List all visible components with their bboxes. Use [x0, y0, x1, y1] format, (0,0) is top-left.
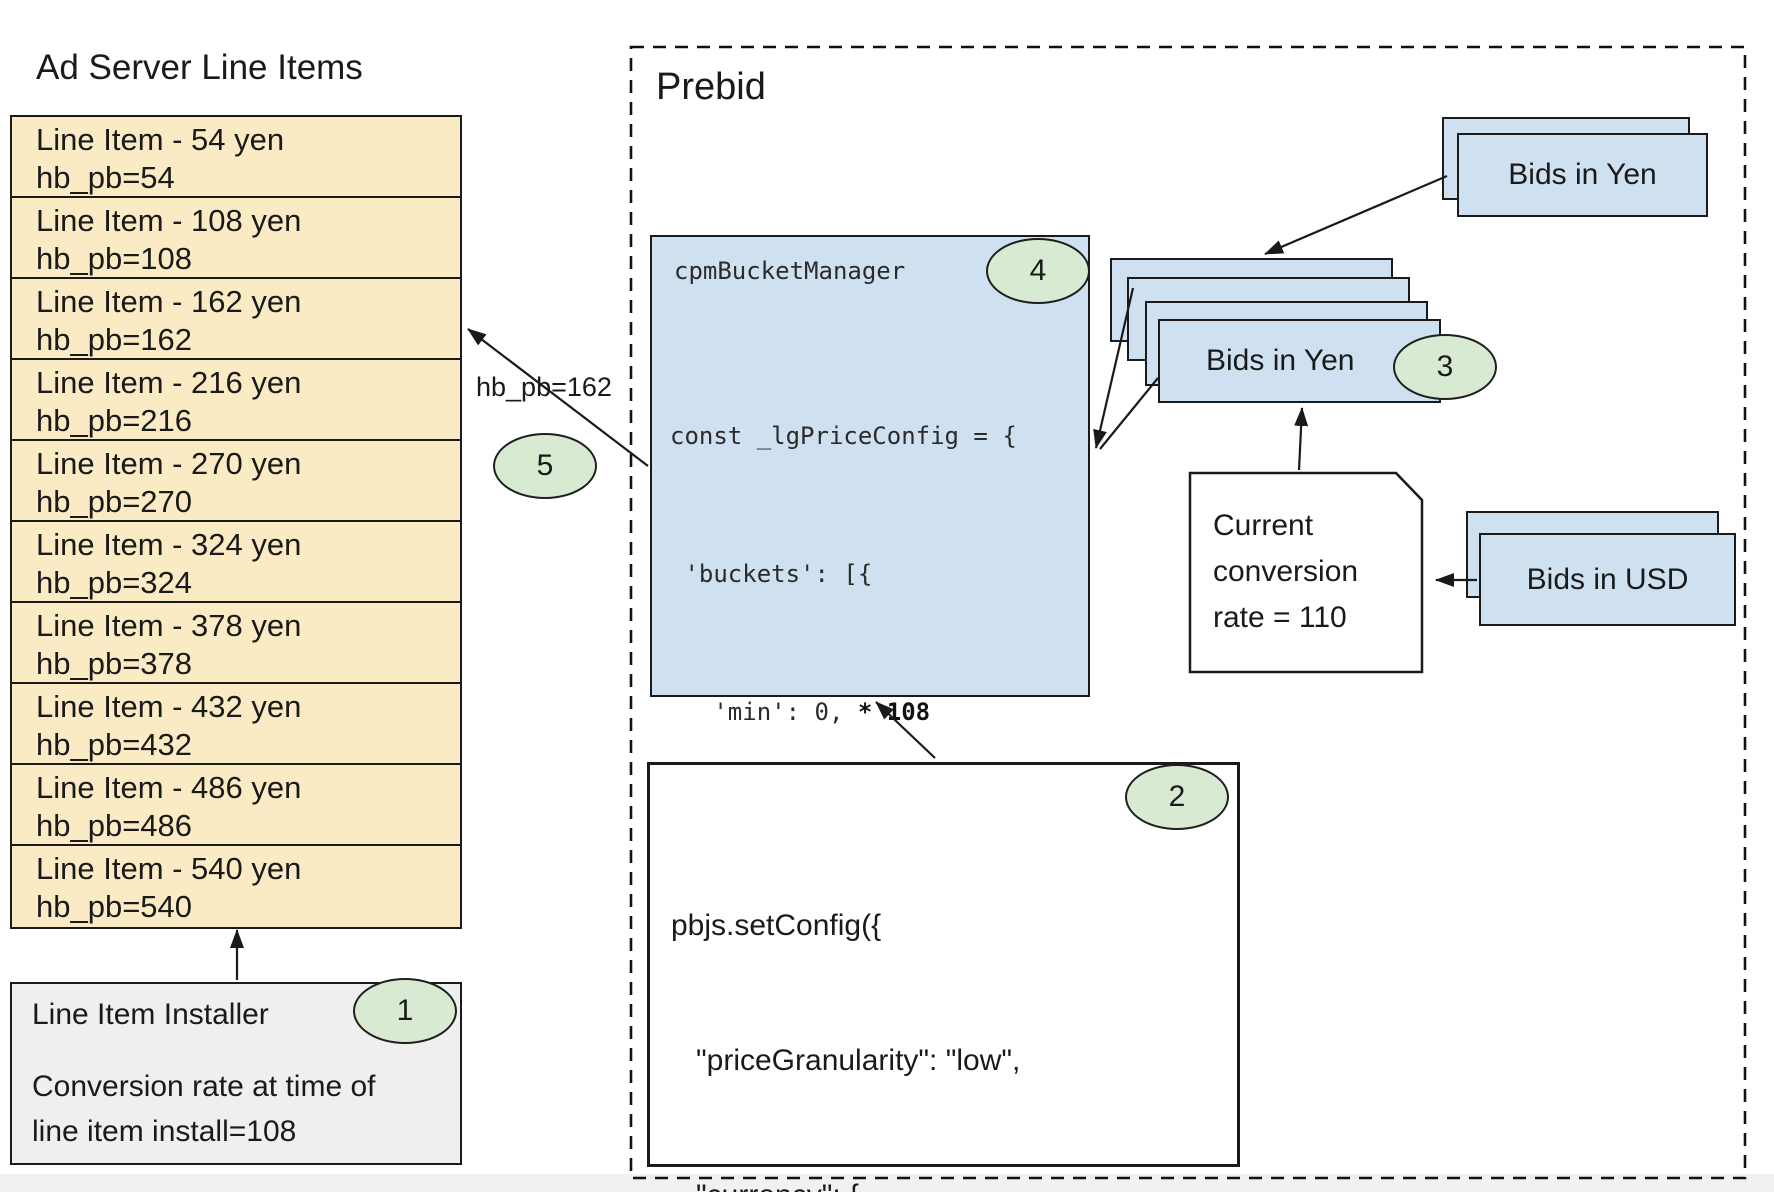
line-item-row: Line Item - 162 yen hb_pb=162 — [12, 279, 460, 360]
line-item-name: Line Item - 270 yen — [36, 446, 302, 481]
line-item-row: Line Item - 432 yen hb_pb=432 — [12, 684, 460, 765]
line-item-name: Line Item - 216 yen — [36, 365, 302, 400]
line-item-hbpb: hb_pb=54 — [36, 160, 175, 195]
line-item-hbpb: hb_pb=378 — [36, 646, 193, 681]
code-line: "currency": { — [671, 1173, 1087, 1192]
installer-desc-line2: line item install=108 — [32, 1115, 297, 1148]
installer-desc-line1: Conversion rate at time of — [32, 1070, 376, 1103]
line-item-name: Line Item - 432 yen — [36, 689, 302, 724]
line-item-name: Line Item - 54 yen — [36, 122, 285, 157]
line-item-name: Line Item - 486 yen — [36, 770, 302, 805]
line-item-row: Line Item - 486 yen hb_pb=486 — [12, 765, 460, 846]
code-line: const _lgPriceConfig = { — [670, 422, 1017, 450]
step-badge-5: 5 — [493, 433, 597, 499]
line-item-hbpb: hb_pb=270 — [36, 484, 193, 519]
line-item-row: Line Item - 216 yen hb_pb=216 — [12, 360, 460, 441]
line-item-hbpb: hb_pb=162 — [36, 322, 193, 357]
line-item-installer-box: Line Item Installer Conversion rate at t… — [10, 982, 462, 1165]
prebid-title: Prebid — [656, 66, 766, 108]
line-item-hbpb: hb_pb=108 — [36, 241, 193, 276]
line-item-row: Line Item - 324 yen hb_pb=324 — [12, 522, 460, 603]
line-item-name: Line Item - 378 yen — [36, 608, 302, 643]
conversion-rate-box-text: Current conversion rate = 110 — [1213, 509, 1359, 634]
step-badge-1: 1 — [353, 978, 457, 1044]
ad-server-title: Ad Server Line Items — [36, 48, 363, 87]
line-item-hbpb: hb_pb=540 — [36, 889, 193, 924]
pbjs-code-block: pbjs.setConfig({ "priceGranularity": "lo… — [671, 813, 1087, 1192]
line-item-hbpb: hb_pb=486 — [36, 808, 193, 843]
line-item-row: Line Item - 270 yen hb_pb=270 — [12, 441, 460, 522]
step-badge-3: 3 — [1393, 334, 1497, 400]
code-line: 'buckets': [{ — [670, 560, 873, 588]
line-item-name: Line Item - 540 yen — [36, 851, 302, 886]
hb-pb-arrow-label: hb_pb=162 — [476, 372, 612, 402]
bids-in-yen-label: Bids in Yen — [1508, 158, 1657, 191]
bids-in-usd-label: Bids in USD — [1526, 562, 1689, 596]
bids-in-yen-label: Bids in Yen — [1206, 344, 1355, 377]
bids-in-usd-card: Bids in USD — [1479, 533, 1736, 626]
line-item-name: Line Item - 162 yen — [36, 284, 302, 319]
ad-server-line-items-table: Line Item - 54 yen hb_pb=54 Line Item - … — [10, 115, 462, 929]
bids-in-yen-top-card: Bids in Yen — [1457, 133, 1708, 217]
line-item-hbpb: hb_pb=216 — [36, 403, 193, 438]
line-item-row: Line Item - 54 yen hb_pb=54 — [12, 117, 460, 198]
step-badge-2: 2 — [1125, 764, 1229, 830]
line-item-hbpb: hb_pb=432 — [36, 727, 193, 762]
line-item-row: Line Item - 378 yen hb_pb=378 — [12, 603, 460, 684]
cpm-bucket-manager-box: cpmBucketManager const _lgPriceConfig = … — [650, 235, 1090, 1140]
step-badge-4: 4 — [986, 238, 1090, 304]
line-item-name: Line Item - 324 yen — [36, 527, 302, 562]
line-item-row: Line Item - 540 yen hb_pb=540 — [12, 846, 460, 927]
code-line: pbjs.setConfig({ — [671, 909, 882, 942]
cpm-bucket-manager-label: cpmBucketManager — [674, 257, 906, 285]
code-line: "priceGranularity": "low", — [671, 1044, 1021, 1077]
installer-title: Line Item Installer — [32, 998, 269, 1031]
line-item-name: Line Item - 108 yen — [36, 203, 302, 238]
line-item-row: Line Item - 108 yen hb_pb=108 — [12, 198, 460, 279]
code-line: 'min': 0, * 108 — [670, 698, 931, 726]
line-item-hbpb: hb_pb=324 — [36, 565, 193, 600]
